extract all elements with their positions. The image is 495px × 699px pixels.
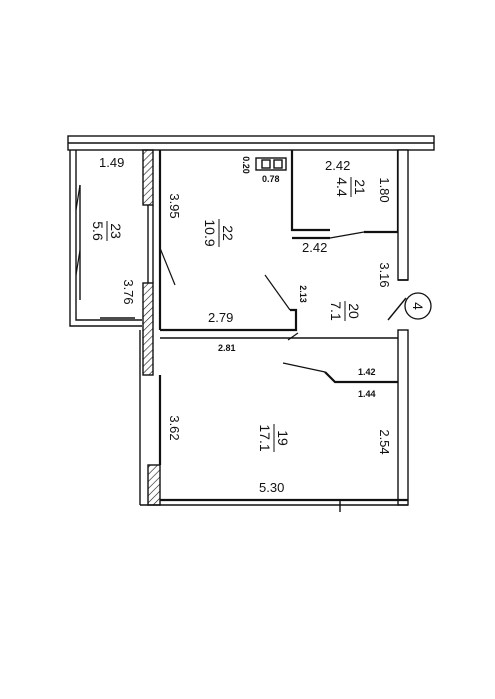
room-number: 23 — [108, 223, 124, 239]
dim-1-44: 1.44 — [358, 389, 376, 399]
room-area: 4.4 — [334, 177, 350, 197]
room-label-22: 22 10.9 — [202, 219, 236, 247]
axis-marker-label: 4 — [410, 302, 426, 310]
left-lower-wall — [139, 330, 162, 506]
dim-2-81: 2.81 — [218, 343, 236, 353]
room-label-23: 23 5.6 — [90, 221, 124, 241]
room-label-19: 19 17.1 — [257, 424, 291, 452]
dim-1-42: 1.42 — [358, 367, 376, 377]
room-number: 19 — [275, 430, 291, 446]
room-number: 21 — [352, 179, 368, 195]
top-wall — [67, 135, 435, 151]
room-number: 20 — [346, 303, 362, 319]
dim-2-54: 2.54 — [377, 429, 392, 454]
room-22-walls — [158, 150, 299, 341]
balcony-room-23 — [69, 150, 142, 327]
balcony-wall — [142, 149, 176, 376]
room-number: 22 — [220, 225, 236, 241]
axis-marker: 4 — [387, 292, 432, 321]
dim-2-13: 2.13 — [298, 285, 308, 303]
room-area: 5.6 — [90, 221, 106, 241]
dim-1-80: 1.80 — [377, 177, 392, 202]
room-area: 7.1 — [328, 301, 344, 321]
dim-2-79: 2.79 — [208, 310, 233, 325]
dim-3-16: 3.16 — [377, 262, 392, 287]
room-label-21: 21 4.4 — [334, 177, 368, 197]
dim-2-42-top: 2.42 — [325, 158, 350, 173]
room-label-20: 20 7.1 — [328, 301, 362, 321]
room-area: 10.9 — [202, 219, 218, 246]
room-area: 17.1 — [257, 424, 273, 451]
dim-0-20: 0.20 — [241, 156, 251, 174]
dim-0-78: 0.78 — [262, 174, 280, 184]
dim-1-49: 1.49 — [99, 155, 124, 170]
dim-5-30: 5.30 — [259, 480, 284, 495]
room-20-right-wall — [397, 149, 409, 281]
dim-3-62: 3.62 — [167, 415, 182, 440]
dim-3-95: 3.95 — [167, 193, 182, 218]
room-19-walls — [140, 329, 409, 512]
dim-2-42-mid: 2.42 — [302, 240, 327, 255]
dim-3-76: 3.76 — [121, 279, 136, 304]
